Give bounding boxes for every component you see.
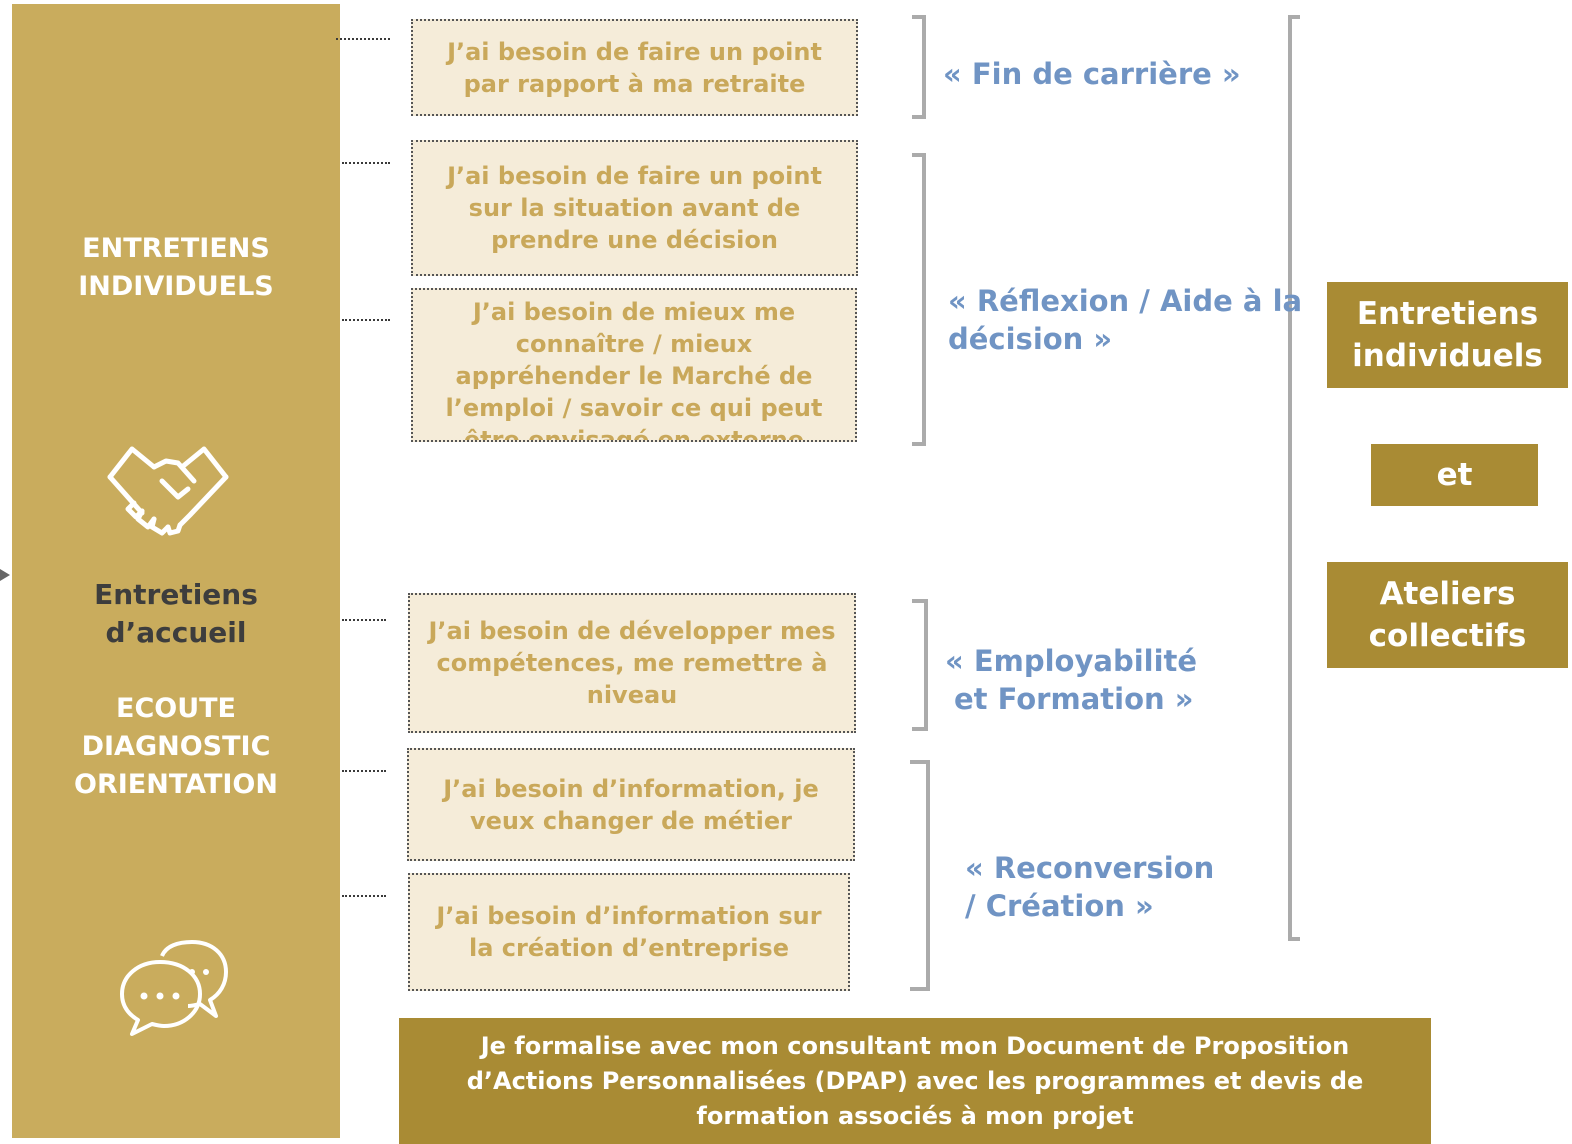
format-box-line: individuels xyxy=(1352,338,1543,374)
category-label: « Reconversion / Création » xyxy=(965,849,1214,925)
category-label: « Réflexion / Aide à la décision » xyxy=(948,282,1302,358)
need-box: J’ai besoin de faire un point par rappor… xyxy=(411,19,858,116)
format-box-line: Entretiens xyxy=(1356,296,1539,332)
left-subheading-line: Entretiens xyxy=(94,578,258,611)
connector-line xyxy=(342,770,386,772)
bracket xyxy=(910,760,930,991)
footer-line: Je formalise avec mon consultant mon Doc… xyxy=(480,1031,1350,1060)
category-label-line: décision » xyxy=(948,322,1113,356)
bracket xyxy=(912,599,928,731)
footer-line: d’Actions Personnalisées (DPAP) avec les… xyxy=(466,1066,1364,1095)
category-label-line: « Réflexion / Aide à la xyxy=(948,284,1303,318)
need-box: J’ai besoin de développer mes compétence… xyxy=(408,593,856,733)
left-steps: ECOUTE DIAGNOSTIC ORIENTATION xyxy=(12,690,340,804)
format-box-line: Ateliers xyxy=(1379,576,1516,612)
connector-line xyxy=(342,162,390,164)
format-box-collective: Ateliers collectifs xyxy=(1327,562,1568,668)
category-label-line: / Création » xyxy=(965,889,1154,923)
chat-bubbles-icon xyxy=(120,940,228,1036)
connector-line xyxy=(342,619,386,621)
footer-line: formation associés à mon projet xyxy=(696,1101,1134,1130)
left-heading: ENTRETIENS INDIVIDUELS xyxy=(12,230,340,306)
left-step: ECOUTE xyxy=(116,693,236,724)
arrow-marker-icon xyxy=(0,569,10,581)
need-box: J’ai besoin de mieux me connaître / mieu… xyxy=(411,288,857,442)
bracket xyxy=(912,15,926,119)
format-box-line: collectifs xyxy=(1368,618,1527,654)
format-box-individual: Entretiens individuels xyxy=(1327,282,1568,388)
category-label-line: et Formation » xyxy=(954,682,1194,716)
connector-line xyxy=(342,895,386,897)
left-step: DIAGNOSTIC xyxy=(81,731,271,762)
left-heading-line: INDIVIDUELS xyxy=(78,271,274,302)
left-subheading: Entretiens d’accueil xyxy=(12,576,340,652)
connector-line xyxy=(336,38,390,40)
left-subheading-line: d’accueil xyxy=(105,616,247,649)
handshake-icon xyxy=(107,446,229,536)
need-box: J’ai besoin d’information, je veux chang… xyxy=(407,748,855,861)
left-heading-line: ENTRETIENS xyxy=(82,233,270,264)
left-step: ORIENTATION xyxy=(74,769,278,800)
format-box-and: et xyxy=(1371,444,1538,506)
bracket xyxy=(912,153,926,446)
category-label-line: « Employabilité xyxy=(945,644,1198,678)
need-box: J’ai besoin de faire un point sur la sit… xyxy=(411,140,858,276)
category-label-line: « Fin de carrière » xyxy=(943,57,1241,91)
connector-line xyxy=(342,319,390,321)
footer-banner: Je formalise avec mon consultant mon Doc… xyxy=(399,1018,1431,1144)
need-box: J’ai besoin d’information sur la créatio… xyxy=(408,873,850,991)
left-panel: ENTRETIENS INDIVIDUELS Entretiens d’accu… xyxy=(12,4,340,1138)
category-label: « Employabilité et Formation » xyxy=(945,642,1197,718)
bracket-large xyxy=(1288,15,1300,941)
category-label: « Fin de carrière » xyxy=(943,55,1241,93)
category-label-line: « Reconversion xyxy=(965,851,1215,885)
